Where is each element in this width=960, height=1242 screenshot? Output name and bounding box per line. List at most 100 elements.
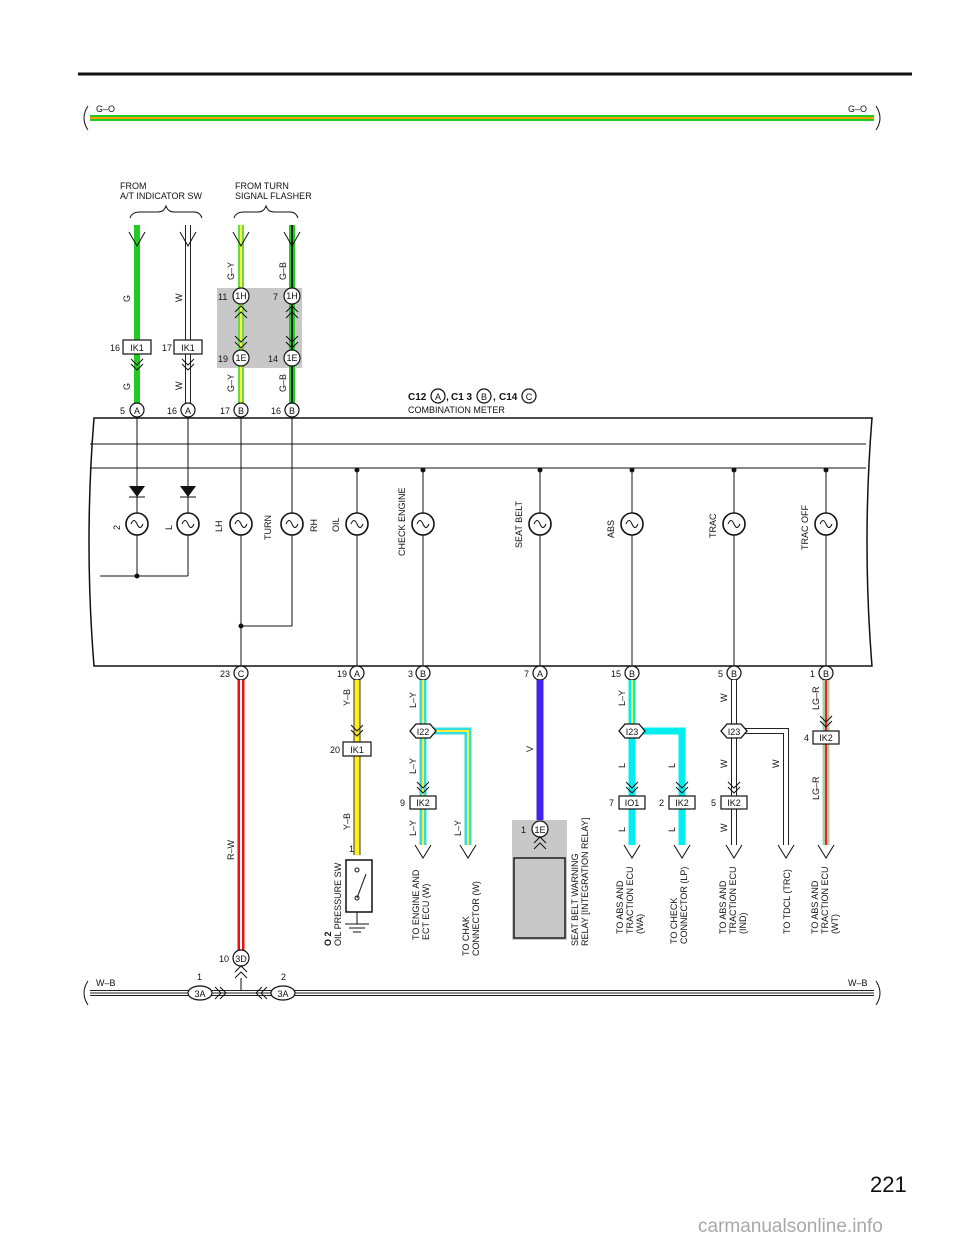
dest-abs-ind-1: TO ABS AND xyxy=(718,880,728,934)
meter-title-sep2: , xyxy=(493,392,496,403)
pin-b17-conn: B xyxy=(238,406,244,416)
pin-b17-num: 17 xyxy=(220,406,230,416)
conn-1h-11 xyxy=(232,287,250,305)
wire-abs-l-label-4: L xyxy=(667,827,677,832)
conn-1e-14-text: 1E xyxy=(286,353,297,363)
wire-ly: L–Y I22 L–Y IK2 9 L–Y L–Y xyxy=(400,680,477,859)
oil-sw-name: OIL PRESSURE SW xyxy=(333,862,343,946)
junction-ik2-4-pin: 4 xyxy=(804,733,809,743)
dest-abs-ind-3: (IND) xyxy=(738,913,748,935)
wire-gy: G–Y G–Y 1H 11 1E 19 B 17 xyxy=(218,225,250,418)
pin-b16-conn: B xyxy=(289,406,295,416)
lamp-lh xyxy=(229,512,253,536)
pin-a7-conn: A xyxy=(537,669,543,679)
conn-1h-11-text: 1H xyxy=(235,291,247,301)
wire-gb: G–B G–B 1H 7 1E 14 B 16 xyxy=(268,225,301,418)
wire-ly-label-2: L–Y xyxy=(408,758,418,774)
wire-rw: R–W 3D 10 xyxy=(219,680,250,996)
wire-rw-label: R–W xyxy=(226,839,236,860)
junction-io1-7 xyxy=(618,795,646,810)
junction-ik2-4 xyxy=(812,730,840,745)
combination-meter-frame xyxy=(88,417,873,667)
meter-title-a: A xyxy=(435,392,441,402)
pin-a16-conn: A xyxy=(185,406,191,416)
conn-1h-7-text: 1H xyxy=(286,291,298,301)
lamp-check-engine xyxy=(411,512,435,536)
wire-w: W W IK1 17 A 16 xyxy=(162,225,203,418)
wire-trac-w-label-1: W xyxy=(719,693,729,702)
wire-yb: Y–B IK1 20 Y–B 1 O 2 OIL PRESSURE SW xyxy=(323,680,373,946)
indicator-label-l: L xyxy=(164,525,174,530)
wire-gb-label-lower: G–B xyxy=(278,374,288,392)
indicator-label-2: 2 xyxy=(112,525,122,530)
meter-title-c: C xyxy=(526,392,533,402)
wire-abs-l-label-3: L xyxy=(617,827,627,832)
wire-yb-label-upper: Y–B xyxy=(342,689,352,706)
watermark: carmanualsonline.info xyxy=(698,1216,883,1237)
lamp-rh xyxy=(280,512,304,536)
conn-1h-11-pin: 11 xyxy=(218,292,227,302)
meter-subtitle: COMBINATION METER xyxy=(408,405,505,415)
meter-internal-wiring xyxy=(100,418,829,666)
meter-title-c12: C12 xyxy=(408,392,427,403)
pin-a5-num: 5 xyxy=(120,406,125,416)
pin-b1-num: 1 xyxy=(810,669,815,679)
pin-b5-conn: B xyxy=(731,669,737,679)
junction-ik1-w-text: IK1 xyxy=(181,343,195,353)
junction-ik2-5-text: IK2 xyxy=(727,798,741,808)
wire-abs-l: L–Y I23 L L IO1 7 IK2 2 L L xyxy=(609,680,696,859)
junction-ik1-g xyxy=(122,339,152,355)
dest-chak-1: TO CHAK xyxy=(461,916,471,956)
meter-title-c13: C1 3 xyxy=(451,392,473,403)
dest-engine-1: TO ENGINE AND xyxy=(411,869,421,940)
pin-b15-conn: B xyxy=(629,669,635,679)
junction-i23-trac-text: I23 xyxy=(728,727,741,737)
wire-trac-w: W I23 W W IK2 5 W xyxy=(711,680,795,859)
dest-abs-ind-2: TRACTION ECU xyxy=(728,867,738,935)
junction-ik2-2-pin: 2 xyxy=(659,798,664,808)
conn-3d-text: 3D xyxy=(235,954,247,964)
junction-ik1-20-text: IK1 xyxy=(350,745,364,755)
indicator-label-abs: ABS xyxy=(606,520,616,538)
dest-engine-2: ECT ECU (W) xyxy=(421,884,431,940)
junction-ik1-w-pin: 17 xyxy=(162,343,172,353)
pin-a19-num: 19 xyxy=(337,669,347,679)
oil-sw-code: O 2 xyxy=(323,931,333,946)
junction-i22 xyxy=(409,723,437,739)
conn-1h-7 xyxy=(283,287,301,305)
from-at-label-2: A/T INDICATOR SW xyxy=(120,191,203,201)
dest-check-2: CONNECTOR (LP) xyxy=(679,867,689,944)
bottom-bus: W–B W–B 3A 1 3A 2 xyxy=(83,972,881,1006)
indicator-labels: 2 L LH TURN RH OIL CHECK ENGINE SEAT BEL… xyxy=(112,487,810,556)
junction-ik2-4-text: IK2 xyxy=(819,733,833,743)
junction-ik1-g-text: IK1 xyxy=(130,343,144,353)
junction-i23-trac xyxy=(720,723,748,739)
junction-i23-abs-text: I23 xyxy=(626,727,639,737)
conn-1e-14-pin: 14 xyxy=(268,354,278,364)
junction-ik2-9-pin: 9 xyxy=(400,798,405,808)
bottom-pins: C 23 A 19 B 3 A 7 B 15 B 5 B 1 xyxy=(220,665,834,681)
wire-lgr-label-1: LG–R xyxy=(811,686,821,710)
conn-1h-7-pin: 7 xyxy=(273,292,278,302)
pin-b3-conn: B xyxy=(420,669,426,679)
junction-ik2-5 xyxy=(720,795,748,810)
dest-chak-2: CONNECTOR (W) xyxy=(471,881,481,956)
wire-lgr: LG–R IK2 4 LG–R xyxy=(804,680,840,859)
pin-b16-num: 16 xyxy=(271,406,281,416)
junction-io1-7-text: IO1 xyxy=(625,798,640,808)
wire-abs-l-label-1: L xyxy=(617,763,627,768)
wire-gy-label-lower: G–Y xyxy=(226,374,236,392)
pin-b17 xyxy=(233,402,249,418)
conn-3a-2-text: 3A xyxy=(277,989,288,999)
conn-3a-1-text: 3A xyxy=(194,989,205,999)
conn-1e-19-pin: 19 xyxy=(218,354,228,364)
from-at-label-1: FROM xyxy=(120,181,147,191)
from-turn-label-1: FROM TURN xyxy=(235,181,289,191)
pin-b15-num: 15 xyxy=(611,669,621,679)
wire-w-label-upper: W xyxy=(174,293,184,302)
dest-check-1: TO CHECK xyxy=(669,898,679,944)
junction-io1-7-pin: 7 xyxy=(609,798,614,808)
junction-ik2-9 xyxy=(409,795,437,810)
lamp-trac-off xyxy=(814,512,838,536)
